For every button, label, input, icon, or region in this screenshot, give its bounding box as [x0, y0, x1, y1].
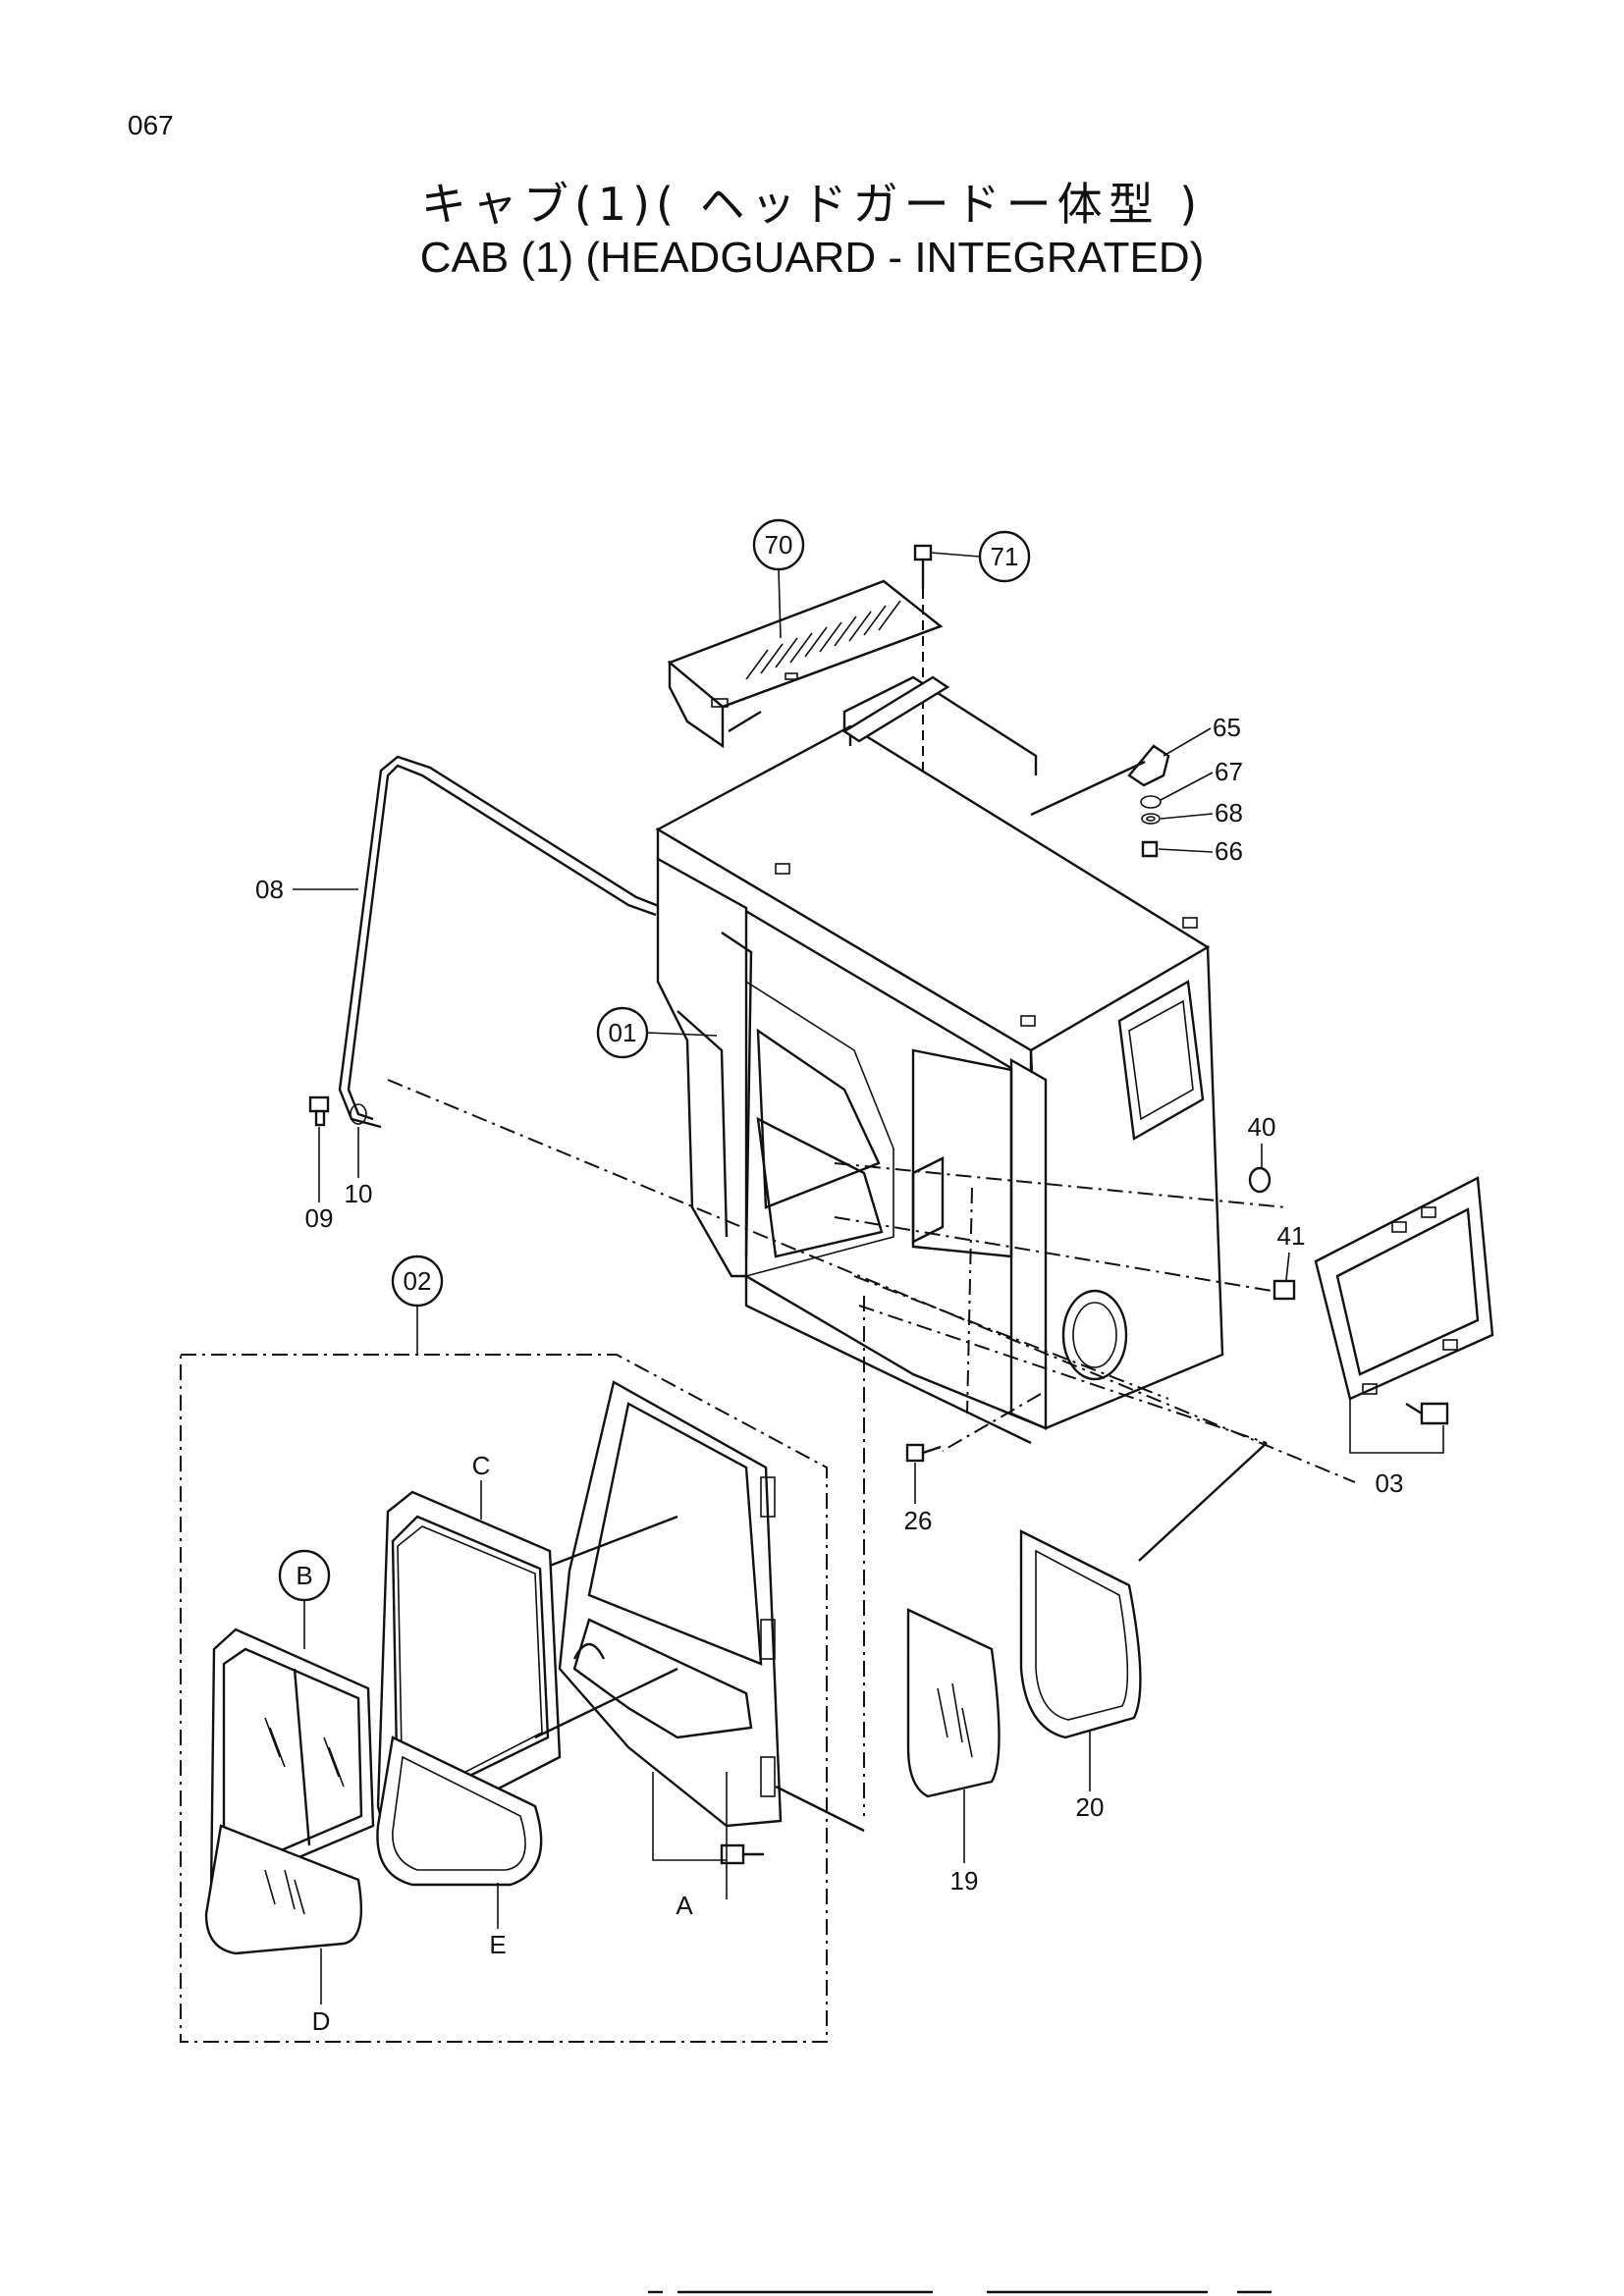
callout-66: 66	[1158, 836, 1243, 866]
callout-label: 02	[404, 1266, 432, 1296]
callout-09: 09	[305, 1127, 334, 1233]
bolt-71	[913, 544, 933, 785]
callout-label: 67	[1215, 757, 1243, 786]
callout-19: 19	[950, 1789, 979, 1896]
callout-c: C	[472, 1451, 491, 1520]
glass-d	[204, 1824, 362, 1955]
door	[558, 1380, 783, 1865]
sliding-window-b	[209, 1628, 375, 1896]
callout-03: 03	[1349, 1399, 1444, 1498]
callout-label: 26	[904, 1506, 933, 1535]
callout-label: 09	[305, 1203, 334, 1233]
callout-label: 66	[1215, 836, 1243, 866]
callout-label: 68	[1215, 798, 1243, 828]
callout-65: 65	[1163, 713, 1241, 757]
callout-70: 70	[752, 518, 805, 639]
callout-01: 01	[596, 1006, 718, 1059]
callout-20: 20	[1076, 1732, 1105, 1822]
callout-label: 01	[609, 1018, 637, 1047]
cushion-parts	[1248, 1166, 1296, 1301]
callout-label: A	[676, 1891, 693, 1920]
callout-label: 71	[991, 542, 1019, 571]
door-group-outline	[180, 1354, 828, 2043]
callout-label: 65	[1213, 713, 1241, 742]
callout-label: E	[489, 1930, 506, 1959]
callout-08: 08	[255, 875, 358, 904]
side-hardware-set	[1030, 744, 1170, 858]
callout-68: 68	[1160, 798, 1243, 828]
callout-label: 03	[1376, 1468, 1404, 1498]
callout-label: 19	[950, 1866, 979, 1896]
callout-26: 26	[904, 1463, 933, 1535]
leader-lines	[387, 710, 1356, 1833]
cab-frame	[655, 675, 1224, 1445]
callout-label: 10	[345, 1179, 373, 1208]
callout-label: B	[296, 1561, 312, 1590]
callout-10: 10	[345, 1127, 373, 1208]
bolt-and-washer	[308, 1095, 367, 1127]
handrail	[347, 764, 657, 1121]
callout-e: E	[489, 1883, 507, 1959]
page-number: 067	[128, 110, 174, 140]
callout-41: 41	[1277, 1221, 1306, 1281]
callout-a: A	[652, 1772, 728, 1920]
bolt-26	[905, 1443, 942, 1463]
callout-label: 20	[1076, 1792, 1105, 1822]
weather-strip-20	[1019, 1529, 1142, 1739]
callout-label: 41	[1277, 1221, 1306, 1251]
callout-67: 67	[1160, 757, 1243, 801]
callout-d: D	[312, 1949, 331, 2036]
rear-window-assembly	[1314, 1176, 1494, 1425]
glass-19	[906, 1608, 1001, 1798]
callout-label: 70	[765, 530, 793, 560]
title-english: CAB (1) (HEADGUARD - INTEGRATED)	[419, 234, 1205, 282]
callout-71: 71	[930, 530, 1031, 583]
callout-b: B	[278, 1549, 331, 1649]
callout-40: 40	[1248, 1112, 1276, 1168]
callout-label: 40	[1248, 1112, 1276, 1142]
callout-label: 08	[255, 875, 284, 904]
callout-label: C	[472, 1451, 491, 1480]
callout-02: 02	[391, 1255, 444, 1355]
roof-cover-plate	[667, 579, 944, 749]
callout-label: D	[312, 2006, 331, 2036]
title-japanese: キャブ(1)( ヘッドガードー体型 )	[420, 178, 1204, 231]
weather-strip-e	[376, 1735, 543, 1887]
